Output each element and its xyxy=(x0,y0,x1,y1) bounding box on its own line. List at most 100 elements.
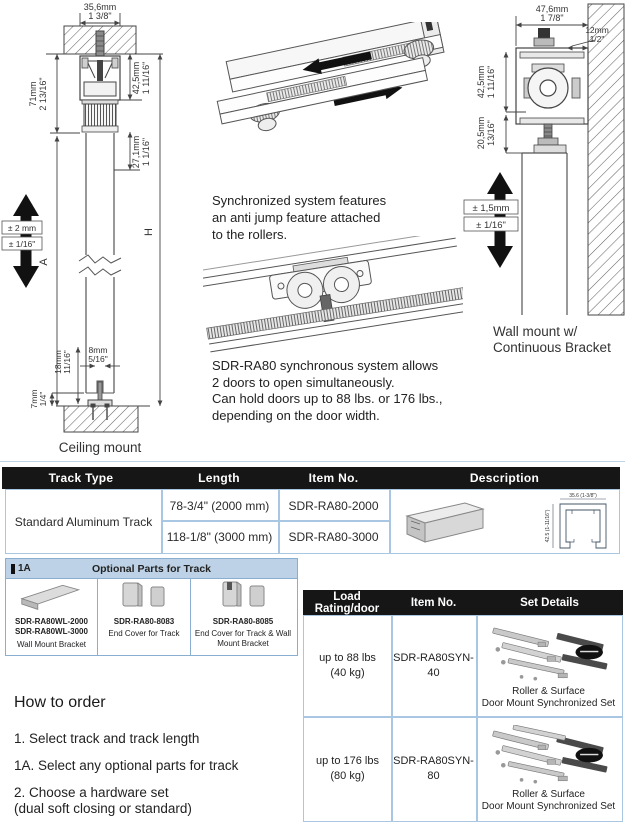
dim-lower-mm: 20,5mm xyxy=(476,117,486,150)
label-h: H xyxy=(143,228,155,236)
tag-bar-icon xyxy=(11,563,15,574)
optional-parts-body: SDR-RA80WL-2000 SDR-RA80WL-3000 Wall Mou… xyxy=(5,579,298,656)
tolerance-arrow: ± 2 mm ± 1/16" xyxy=(1,194,43,288)
wall-mount-caption-line2: Continuous Bracket xyxy=(493,340,611,355)
how-to-order-title: How to order xyxy=(14,694,106,711)
optional-parts-header: Optional Parts for Track 1A xyxy=(5,558,298,579)
set-caption-line: Door Mount Synchronized Set xyxy=(481,801,616,812)
door-panel xyxy=(521,152,568,315)
dim-gap-in: 1 1/16" xyxy=(141,138,151,166)
tolerance-mm-label: ± 1,5mm xyxy=(473,203,510,214)
dim-offset-in: 1/2" xyxy=(590,34,605,44)
mount-bolt xyxy=(95,30,105,57)
label-a: A xyxy=(38,258,50,266)
order-step-2: 2. Choose a hardware set (dual soft clos… xyxy=(14,785,192,816)
dim-right-in: 1 11/16" xyxy=(141,62,151,95)
hardware-set-image xyxy=(491,724,608,784)
part-code: SDR-RA80WL-3000 xyxy=(15,627,88,637)
track-table-header: Track Type Length Item No. Description xyxy=(2,467,620,489)
dim-right-mm: 42,5mm xyxy=(131,62,141,95)
set-table-header: Load Rating/door Item No. Set Details xyxy=(303,590,623,615)
part-code: SDR-RA80-8085 xyxy=(212,617,274,626)
column-header-set-details: Set Details xyxy=(520,596,579,609)
dim-lower-in: 13/16" xyxy=(486,120,496,146)
track-type-cell: Standard Aluminum Track xyxy=(14,514,153,529)
table-divider xyxy=(391,616,393,821)
wall-mount-bracket-image xyxy=(19,584,80,610)
order-step-1a: 1A. Select any optional parts for track xyxy=(14,758,239,773)
optional-parts-title: Optional Parts for Track xyxy=(91,562,212,575)
dim-7-mm: 7mm xyxy=(29,390,39,409)
set-details-cell: Roller & Surface Door Mount Synchronized… xyxy=(476,616,621,716)
hardware-set-image xyxy=(491,627,607,681)
arrow-left xyxy=(302,51,372,75)
section-divider xyxy=(0,461,625,462)
step-tag-label: 1A xyxy=(18,563,31,574)
tolerance-in-label: ± 1/16" xyxy=(9,239,36,249)
sync-feature-line: Synchronized system features xyxy=(212,193,387,208)
dim-gap-mm: 27,1mm xyxy=(131,136,141,169)
wall-hatch xyxy=(587,3,625,316)
sync-capacity-line: Can hold doors up to 88 lbs. or 176 lbs.… xyxy=(212,391,443,406)
dimension-lines xyxy=(503,16,596,154)
length-cell: 118-1/8" (3000 mm) xyxy=(166,530,273,544)
length-cell: 78-3/4" (2000 mm) xyxy=(169,498,270,513)
sync-capacity-line: 2 doors to open simultaneously. xyxy=(212,374,395,390)
profile-width-dim: 35.6 (1-3/8") xyxy=(569,493,597,499)
dim-18-in: 11/16" xyxy=(62,350,72,374)
item-no-cell: SDR-RA80SYN-80 xyxy=(393,755,474,782)
column-header-item-no: Item No. xyxy=(308,471,359,485)
item-no-cell: SDR-RA80-2000 xyxy=(288,498,379,513)
dim-left-in: 2 13/16" xyxy=(38,77,48,110)
sync-capacity-line: depending on the door width. xyxy=(212,407,380,423)
column-header-length: Length xyxy=(198,471,240,485)
wall-mount-caption-line1: Wall mount w/ xyxy=(493,324,578,339)
dim-left-mm: 42,5mm xyxy=(476,66,486,99)
part-code: SDR-RA80WL-2000 xyxy=(15,617,88,626)
set-details-cell: Roller & Surface Door Mount Synchronized… xyxy=(476,717,621,821)
wall-mount-diagram: ± 1,5mm ± 1/16" 47,6mm 1 7/8" 12mm 1/2" … xyxy=(463,3,625,355)
item-no-cell: SDR-RA80-3000 xyxy=(288,530,379,544)
optional-part-item: SDR-RA80-8085 End Cover for Track & Wall… xyxy=(191,579,295,655)
sync-feature-text: Synchronized system features an anti jum… xyxy=(212,192,427,243)
track-product-image xyxy=(405,502,485,543)
dim-18-mm: 18mm xyxy=(53,350,63,374)
dim-8-in: 5/16" xyxy=(88,354,108,364)
table-divider xyxy=(278,490,280,553)
dim-7-in: 1/4" xyxy=(38,392,48,407)
floor-hatch xyxy=(56,405,150,433)
sync-capacity-text: SDR-RA80 synchronous system allows 2 doo… xyxy=(212,358,482,424)
tolerance-mm-label: ± 2 mm xyxy=(8,223,36,233)
column-header-description: Description xyxy=(469,471,540,485)
dim-left-mm: 71mm xyxy=(28,81,38,106)
table-divider xyxy=(389,490,391,553)
part-code: SDR-RA80-8083 xyxy=(113,617,175,626)
table-divider xyxy=(476,616,478,821)
roller-detail-diagram xyxy=(203,236,463,353)
optional-parts-panel: Optional Parts for Track 1A SDR-RA80WL-2… xyxy=(5,558,298,656)
sync-capacity-line: SDR-RA80 synchronous system allows xyxy=(212,358,439,373)
set-caption-line: Door Mount Synchronized Set xyxy=(481,698,616,709)
profile-height-dim: 42.5 (1-11/16") xyxy=(545,509,551,542)
dim-top-mm: 35,6mm xyxy=(84,2,117,12)
track-profile-drawing: 35.6 (1-3/8") 42.5 (1-11/16") xyxy=(545,493,607,549)
dim-8-mm: 8mm xyxy=(89,345,108,355)
door-panel xyxy=(78,133,122,394)
sync-feature-line: an anti jump feature attached xyxy=(212,210,381,225)
ceiling-mount-diagram: ± 2 mm ± 1/16" 35,6mm 1 3/8" 71mm 2 13/1… xyxy=(1,2,163,455)
set-table-body: up to 88 lbs (40 kg) SDR-RA80SYN-40 xyxy=(303,615,623,822)
dim-top-in: 1 7/8" xyxy=(540,13,563,23)
set-caption-line: Roller & Surface xyxy=(512,788,585,800)
column-header-track-type: Track Type xyxy=(48,471,114,485)
sync-feature-line: to the rollers. xyxy=(212,227,288,242)
order-step-1: 1. Select track and track length xyxy=(14,731,200,746)
track-assembly xyxy=(79,55,121,133)
load-rating-cell: up to 176 lbs (80 kg) xyxy=(304,717,391,821)
table-divider xyxy=(161,520,391,522)
track-table-body: Standard Aluminum Track 78-3/4" (2000 mm… xyxy=(5,489,620,554)
tolerance-in-label: ± 1/16" xyxy=(476,220,506,231)
load-line: (80 kg) xyxy=(330,770,365,782)
hardware-set-table: Load Rating/door Item No. Set Details up… xyxy=(303,590,623,822)
load-rating-cell: up to 88 lbs (40 kg) xyxy=(304,616,391,716)
